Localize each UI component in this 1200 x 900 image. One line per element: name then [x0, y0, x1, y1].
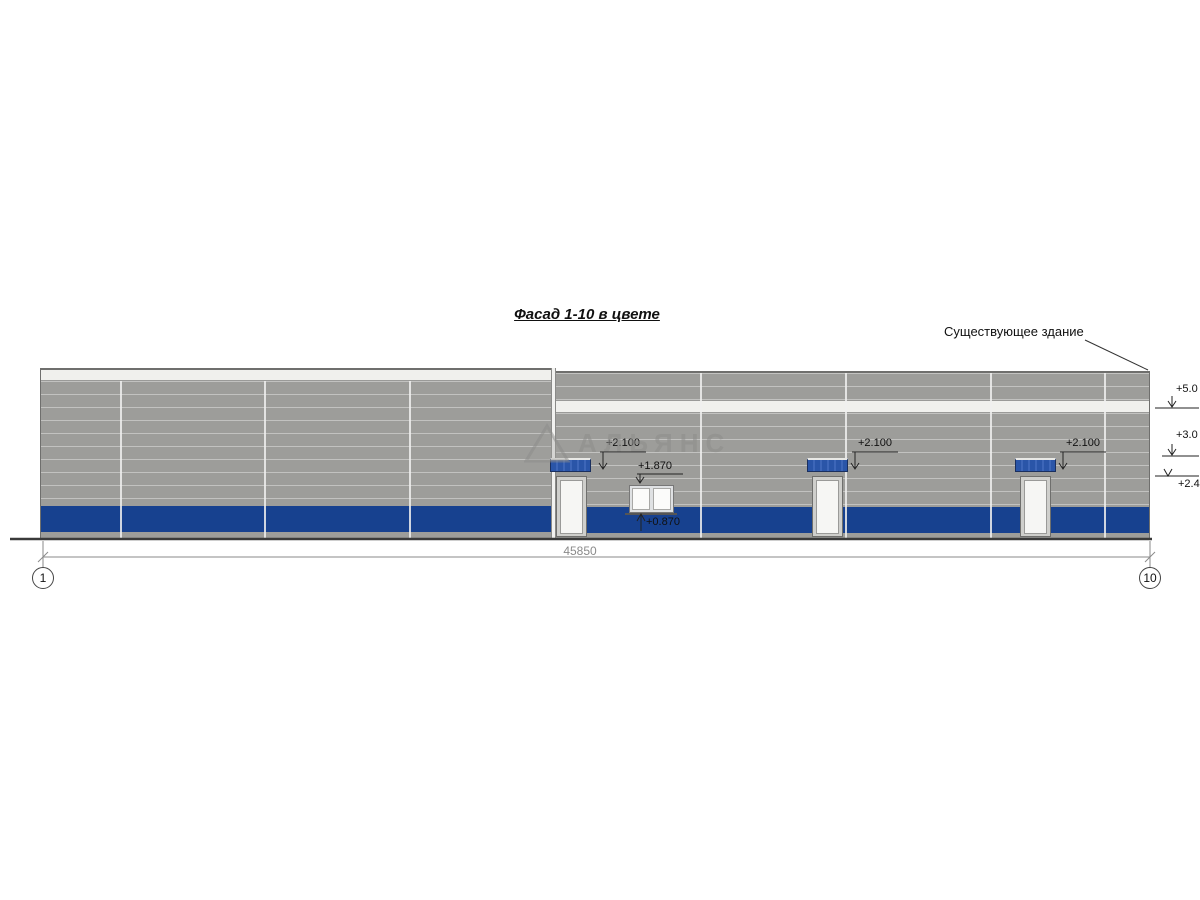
wall-joint — [700, 373, 702, 539]
elevation-mark-window-top: +1.870 — [638, 460, 672, 472]
window-pane — [653, 488, 671, 510]
drawing-title: Фасад 1-10 в цвете — [514, 306, 660, 323]
elevation-mark-canopy-1: +2.100 — [606, 437, 640, 449]
door-leaf — [816, 480, 839, 534]
elevation-arrow-right-low — [1155, 468, 1199, 478]
entrance-door-1 — [556, 476, 587, 537]
entrance-canopy-2 — [807, 458, 848, 472]
facade-left-section — [40, 368, 555, 540]
elevation-mark-right-low: +2.4 — [1178, 478, 1200, 490]
elevation-mark-right-top: +5.0 — [1176, 383, 1198, 395]
door-leaf — [1024, 480, 1047, 534]
window-pane — [632, 488, 650, 510]
entrance-canopy-1 — [550, 458, 591, 472]
facade-white-band — [556, 400, 1149, 413]
elevation-arrow-right-mid — [1162, 444, 1199, 457]
wall-panel — [556, 373, 1149, 400]
elevation-mark-right-mid: +3.0 — [1176, 429, 1198, 441]
plinth-strip — [41, 532, 554, 539]
wall-joint — [845, 373, 847, 539]
wall-joint — [990, 373, 992, 539]
wall-joint — [264, 381, 266, 539]
parapet-band — [41, 370, 554, 381]
elevation-mark-canopy-2: +2.100 — [858, 437, 892, 449]
existing-building-label: Существующее здание — [944, 324, 1084, 339]
entrance-canopy-3 — [1015, 458, 1056, 472]
wall-joint — [120, 381, 122, 539]
blue-base-strip — [41, 506, 554, 532]
entrance-door-3 — [1020, 476, 1051, 537]
entrance-door-2 — [812, 476, 843, 537]
plinth-strip — [556, 533, 1149, 539]
wall-joint — [409, 381, 411, 539]
grid-bubble-1: 1 — [32, 567, 54, 589]
window — [629, 485, 674, 513]
window-sill — [625, 513, 677, 515]
elevation-mark-window-bottom: +0.870 — [646, 516, 680, 528]
dimension-total-length: 45850 — [563, 544, 597, 558]
grid-bubble-10: 10 — [1139, 567, 1161, 589]
door-leaf — [560, 480, 583, 534]
existing-building-leader-line — [1084, 339, 1149, 371]
wall-joint — [1104, 373, 1106, 539]
wall-panel — [41, 381, 554, 506]
elevation-mark-canopy-3: +2.100 — [1066, 437, 1100, 449]
elevation-arrow-right-top — [1155, 396, 1199, 409]
